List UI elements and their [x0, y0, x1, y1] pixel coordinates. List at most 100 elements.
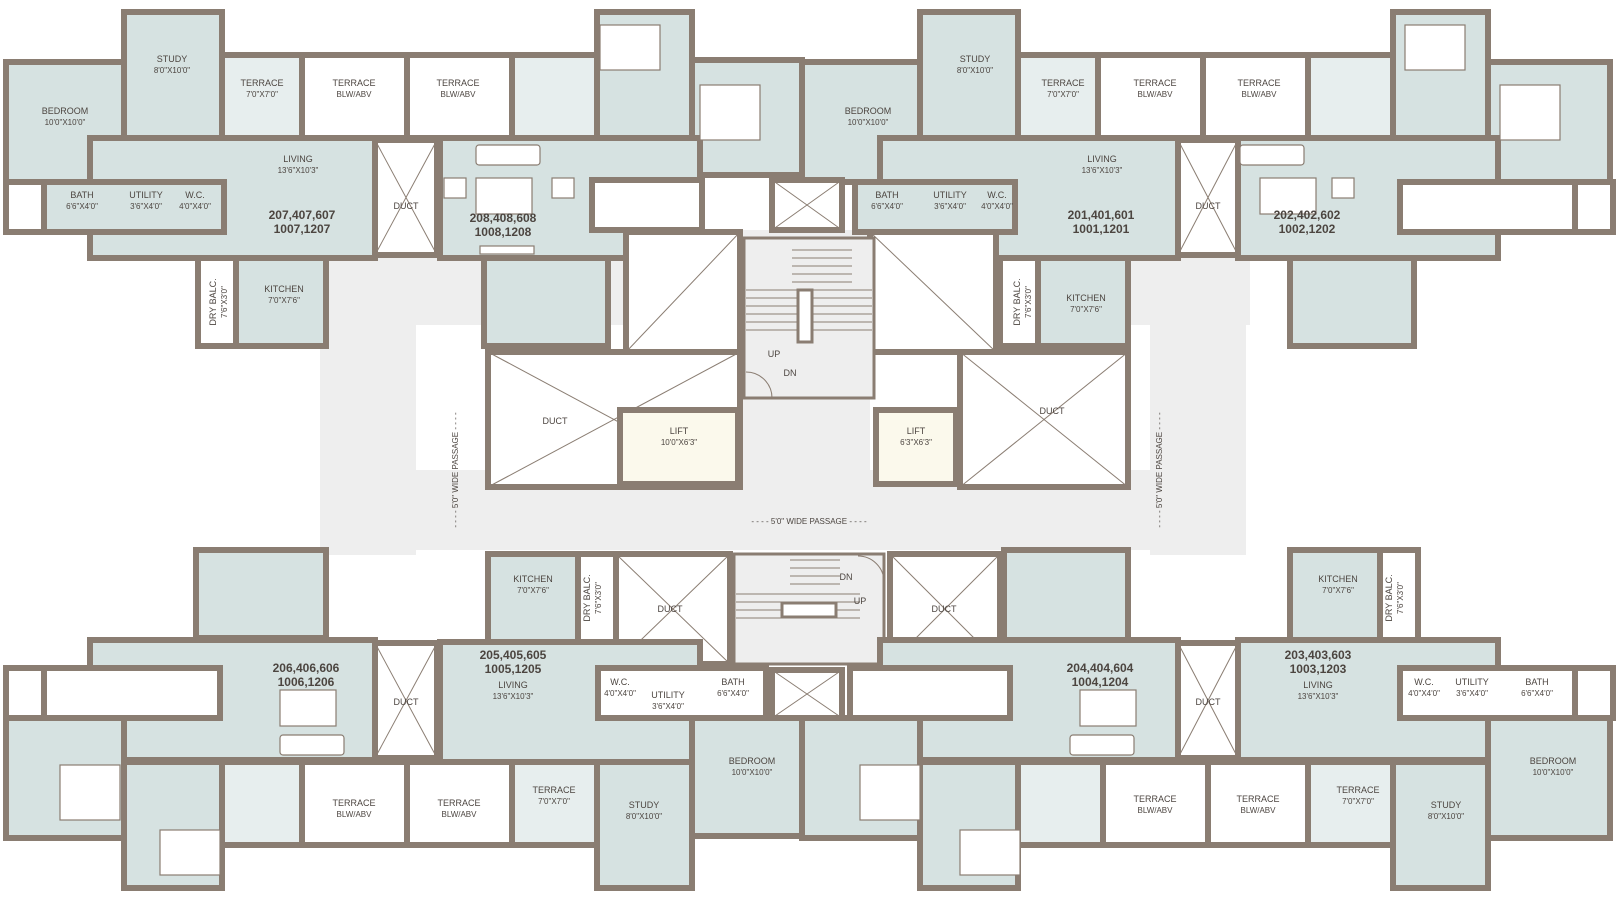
unit-number: 201,401,601 [1068, 208, 1135, 222]
label-up: UP [768, 349, 781, 359]
unit-number: 208,408,608 [470, 211, 537, 225]
label-terrace-dim: 7'0"X7'0" [246, 90, 278, 99]
label-terrace: TERRACE [532, 785, 575, 795]
label-dry-balc-dim: 7'6"X3'0" [594, 582, 603, 614]
label-terrace: TERRACE [1236, 794, 1279, 804]
unit-number: 1006,1206 [278, 675, 335, 689]
label-terrace: TERRACE [1237, 78, 1280, 88]
label-passage-vertical: - - - - 5'0" WIDE PASSAGE - - - - [451, 412, 460, 528]
label-wc-dim: 4'0"X4'0" [604, 689, 636, 698]
duct-top-right [1175, 137, 1241, 258]
label-passage: - - - - 5'0" WIDE PASSAGE - - - - [751, 517, 867, 526]
staircase-bottom [732, 552, 886, 666]
label-living: LIVING [498, 680, 528, 690]
label-bedroom-dim: 10'0"X10'0" [1533, 768, 1574, 777]
label-kitchen-dim: 7'0"X7'6" [268, 296, 300, 305]
label-dry-balc: DRY BALC. [1012, 278, 1022, 325]
label-bedroom-dim: 10'0"X10'0" [848, 118, 889, 127]
label-terrace-dim: 7'0"X7'0" [1047, 90, 1079, 99]
label-kitchen-dim: 7'0"X7'6" [517, 586, 549, 595]
label-terrace-blw: BLW/ABV [442, 810, 478, 819]
unit-number: 1001,1201 [1073, 222, 1130, 236]
label-lift: LIFT [907, 426, 926, 436]
label-utility: UTILITY [129, 190, 163, 200]
unit-203 [1205, 547, 1616, 891]
label-up: UP [854, 596, 867, 606]
room-labels: BEDROOM 10'0"X10'0" STUDY 8'0"X10'0" TER… [42, 54, 1577, 821]
label-terrace-blw: BLW/ABV [1138, 90, 1174, 99]
label-study: STUDY [157, 54, 188, 64]
label-dn: DN [784, 368, 797, 378]
label-bath-dim: 6'6"X4'0" [66, 202, 98, 211]
label-terrace-blw: BLW/ABV [337, 90, 373, 99]
label-living-dim: 13'6"X10'3" [493, 692, 534, 701]
label-duct: DUCT [658, 604, 683, 614]
label-terrace: TERRACE [1041, 78, 1084, 88]
unit-number: 203,403,603 [1285, 648, 1352, 662]
label-wc: W.C. [1414, 677, 1434, 687]
label-living: LIVING [1303, 680, 1333, 690]
label-terrace: TERRACE [436, 78, 479, 88]
label-dry-balc: DRY BALC. [1384, 574, 1394, 621]
label-terrace: TERRACE [240, 78, 283, 88]
unit-number: 1008,1208 [475, 225, 532, 239]
label-bath-dim: 6'6"X4'0" [871, 202, 903, 211]
label-terrace-blw: BLW/ABV [441, 90, 477, 99]
label-duct: DUCT [543, 416, 568, 426]
label-wc: W.C. [185, 190, 205, 200]
label-living: LIVING [1087, 154, 1117, 164]
label-duct: DUCT [932, 604, 957, 614]
label-terrace-dim: 7'0"X7'0" [538, 797, 570, 806]
label-duct: DUCT [1040, 406, 1065, 416]
label-utility: UTILITY [933, 190, 967, 200]
label-bath: BATH [875, 190, 898, 200]
label-duct: DUCT [1196, 201, 1221, 211]
label-bedroom: BEDROOM [1530, 756, 1577, 766]
unit-number: 204,404,604 [1067, 661, 1134, 675]
label-bedroom: BEDROOM [42, 106, 89, 116]
label-duct: DUCT [394, 697, 419, 707]
unit-number: 205,405,605 [480, 648, 547, 662]
label-lift: LIFT [670, 426, 689, 436]
unit-number: 1004,1204 [1072, 675, 1129, 689]
label-dn: DN [840, 572, 853, 582]
label-utility-dim: 3'6"X4'0" [130, 202, 162, 211]
label-living: LIVING [283, 154, 313, 164]
duct-bottom-right [1175, 640, 1241, 761]
label-living-dim: 13'6"X10'3" [278, 166, 319, 175]
label-wc: W.C. [987, 190, 1007, 200]
label-terrace: TERRACE [1133, 78, 1176, 88]
label-terrace: TERRACE [332, 78, 375, 88]
duct-top-left [372, 137, 440, 258]
label-wc-dim: 4'0"X4'0" [179, 202, 211, 211]
label-lift-dim: 10'0"X6'3" [661, 438, 697, 447]
label-kitchen: KITCHEN [264, 284, 304, 294]
label-dry-balc: DRY BALC. [208, 278, 218, 325]
label-bath: BATH [70, 190, 93, 200]
label-study-dim: 8'0"X10'0" [957, 66, 993, 75]
label-dry-balc-dim: 7'6"X3'0" [1024, 286, 1033, 318]
label-living-dim: 13'6"X10'3" [1298, 692, 1339, 701]
label-utility-dim: 3'6"X4'0" [1456, 689, 1488, 698]
unit-207 [3, 9, 410, 349]
label-terrace: TERRACE [1336, 785, 1379, 795]
label-terrace-dim: 7'0"X7'0" [1342, 797, 1374, 806]
unit-number: 1002,1202 [1279, 222, 1336, 236]
label-utility: UTILITY [651, 690, 685, 700]
label-terrace-blw: BLW/ABV [1138, 806, 1174, 815]
label-bedroom-dim: 10'0"X10'0" [45, 118, 86, 127]
label-study-dim: 8'0"X10'0" [154, 66, 190, 75]
unit-number: 1003,1203 [1290, 662, 1347, 676]
label-bath-dim: 6'6"X4'0" [717, 689, 749, 698]
label-wc-dim: 4'0"X4'0" [981, 202, 1013, 211]
label-study-dim: 8'0"X10'0" [626, 812, 662, 821]
label-duct: DUCT [1196, 697, 1221, 707]
label-dry-balc-dim: 7'6"X3'0" [220, 286, 229, 318]
furniture [59, 24, 1561, 876]
label-terrace: TERRACE [437, 798, 480, 808]
label-kitchen-dim: 7'0"X7'6" [1322, 586, 1354, 595]
label-dry-balc-dim: 7'6"X3'0" [1396, 582, 1405, 614]
label-kitchen: KITCHEN [513, 574, 553, 584]
label-terrace: TERRACE [332, 798, 375, 808]
